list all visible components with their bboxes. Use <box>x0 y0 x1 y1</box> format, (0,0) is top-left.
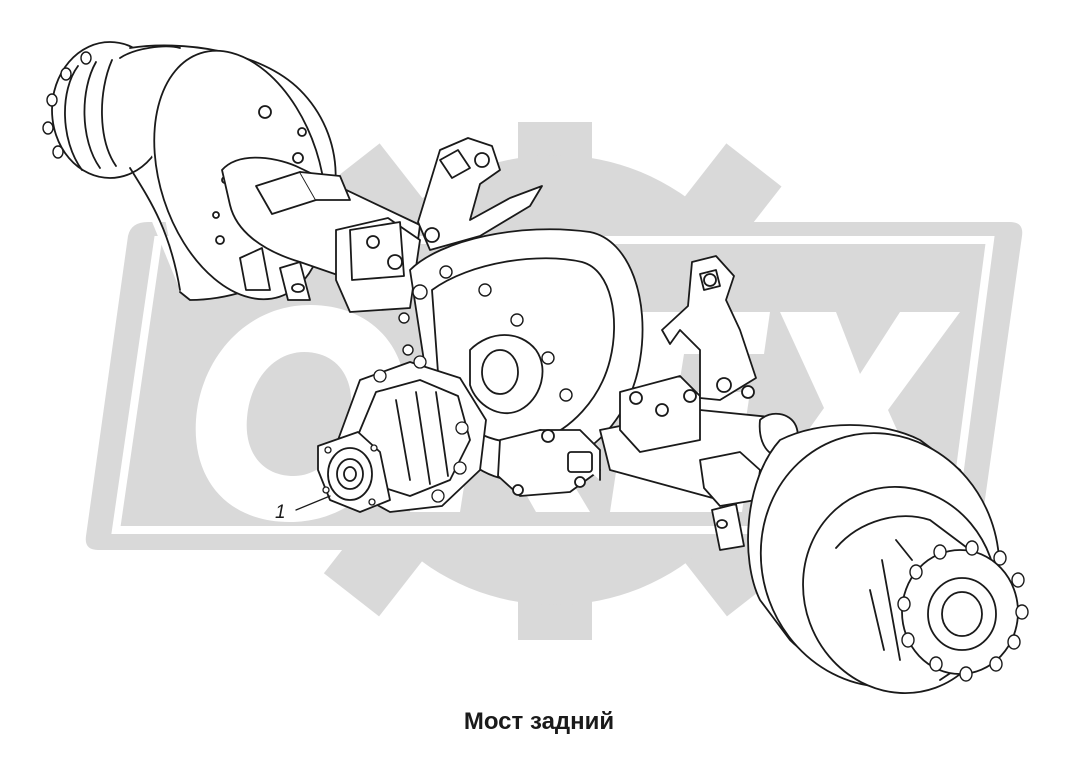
diagram-title: Мост задний <box>463 708 615 735</box>
callout-leader-line <box>295 495 331 511</box>
axle-drawing <box>42 41 1029 694</box>
center-lower-cover <box>497 429 601 497</box>
left-torque-bracket <box>417 137 543 251</box>
input-flange-assembly <box>317 355 487 513</box>
callout-label-1: 1 <box>275 502 286 523</box>
right-torque-bracket <box>661 255 757 401</box>
right-wheel-hub <box>747 424 1029 694</box>
left-axle-housing <box>221 156 421 313</box>
